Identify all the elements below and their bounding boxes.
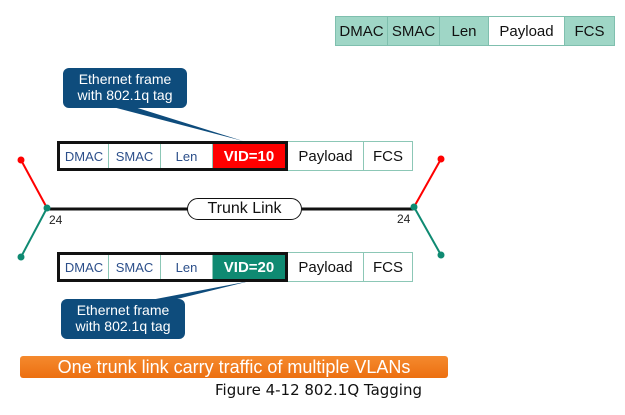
- field-fcs: FCS: [364, 253, 412, 281]
- callout-top: Ethernet frame with 802.1q tag: [63, 68, 187, 108]
- right-vlan20-endpoint: [437, 251, 445, 259]
- untagged-ethernet-frame: DMAC SMAC Len Payload FCS: [335, 16, 615, 46]
- field-fcs: FCS: [565, 17, 614, 45]
- trunk-link-label: Trunk Link: [187, 198, 302, 220]
- field-fcs: FCS: [364, 142, 412, 170]
- callout-bottom-line2: with 802.1q tag: [75, 318, 171, 334]
- tagged-frame-vlan20: DMAC SMAC Len VID=20 Payload FCS: [57, 252, 413, 282]
- right-vlan10-link: [413, 158, 442, 208]
- summary-banner: One trunk link carry traffic of multiple…: [20, 356, 448, 378]
- callout-top-line2: with 802.1q tag: [77, 87, 173, 103]
- field-smac: SMAC: [109, 255, 161, 279]
- field-len: Len: [161, 255, 213, 279]
- tagged-header-vlan10: DMAC SMAC Len VID=10: [57, 141, 288, 171]
- left-vlan10-endpoint: [17, 156, 25, 164]
- right-vlan20-link: [413, 206, 442, 256]
- tagged-tail-vlan10: Payload FCS: [288, 141, 413, 171]
- right-vlan10-endpoint: [437, 155, 445, 163]
- field-len: Len: [440, 17, 489, 45]
- field-smac: SMAC: [109, 144, 161, 168]
- left-switch-port: [43, 204, 51, 212]
- tagged-header-vlan20: DMAC SMAC Len VID=20: [57, 252, 288, 282]
- figure-caption: Figure 4-12 802.1Q Tagging: [215, 381, 423, 399]
- right-port-number: 24: [397, 212, 411, 226]
- callout-top-line1: Ethernet frame: [78, 71, 172, 87]
- field-smac: SMAC: [388, 17, 440, 45]
- field-payload: Payload: [489, 17, 565, 45]
- field-payload: Payload: [288, 253, 364, 281]
- field-vid-10: VID=10: [213, 144, 285, 168]
- field-dmac: DMAC: [60, 255, 109, 279]
- field-len: Len: [161, 144, 213, 168]
- left-port-number: 24: [49, 213, 63, 227]
- left-vlan20-link: [20, 207, 48, 258]
- field-dmac: DMAC: [336, 17, 388, 45]
- callout-top-pointer: [105, 105, 243, 141]
- callout-bottom-pointer: [140, 281, 250, 302]
- left-vlan10-link: [20, 159, 48, 209]
- callout-bottom: Ethernet frame with 802.1q tag: [61, 299, 185, 339]
- field-vid-20: VID=20: [213, 255, 285, 279]
- tagged-tail-vlan20: Payload FCS: [288, 252, 413, 282]
- tagged-frame-vlan10: DMAC SMAC Len VID=10 Payload FCS: [57, 141, 413, 171]
- field-dmac: DMAC: [60, 144, 109, 168]
- field-payload: Payload: [288, 142, 364, 170]
- left-vlan20-endpoint: [17, 253, 25, 261]
- callout-bottom-line1: Ethernet frame: [76, 302, 170, 318]
- right-switch-port: [410, 203, 418, 211]
